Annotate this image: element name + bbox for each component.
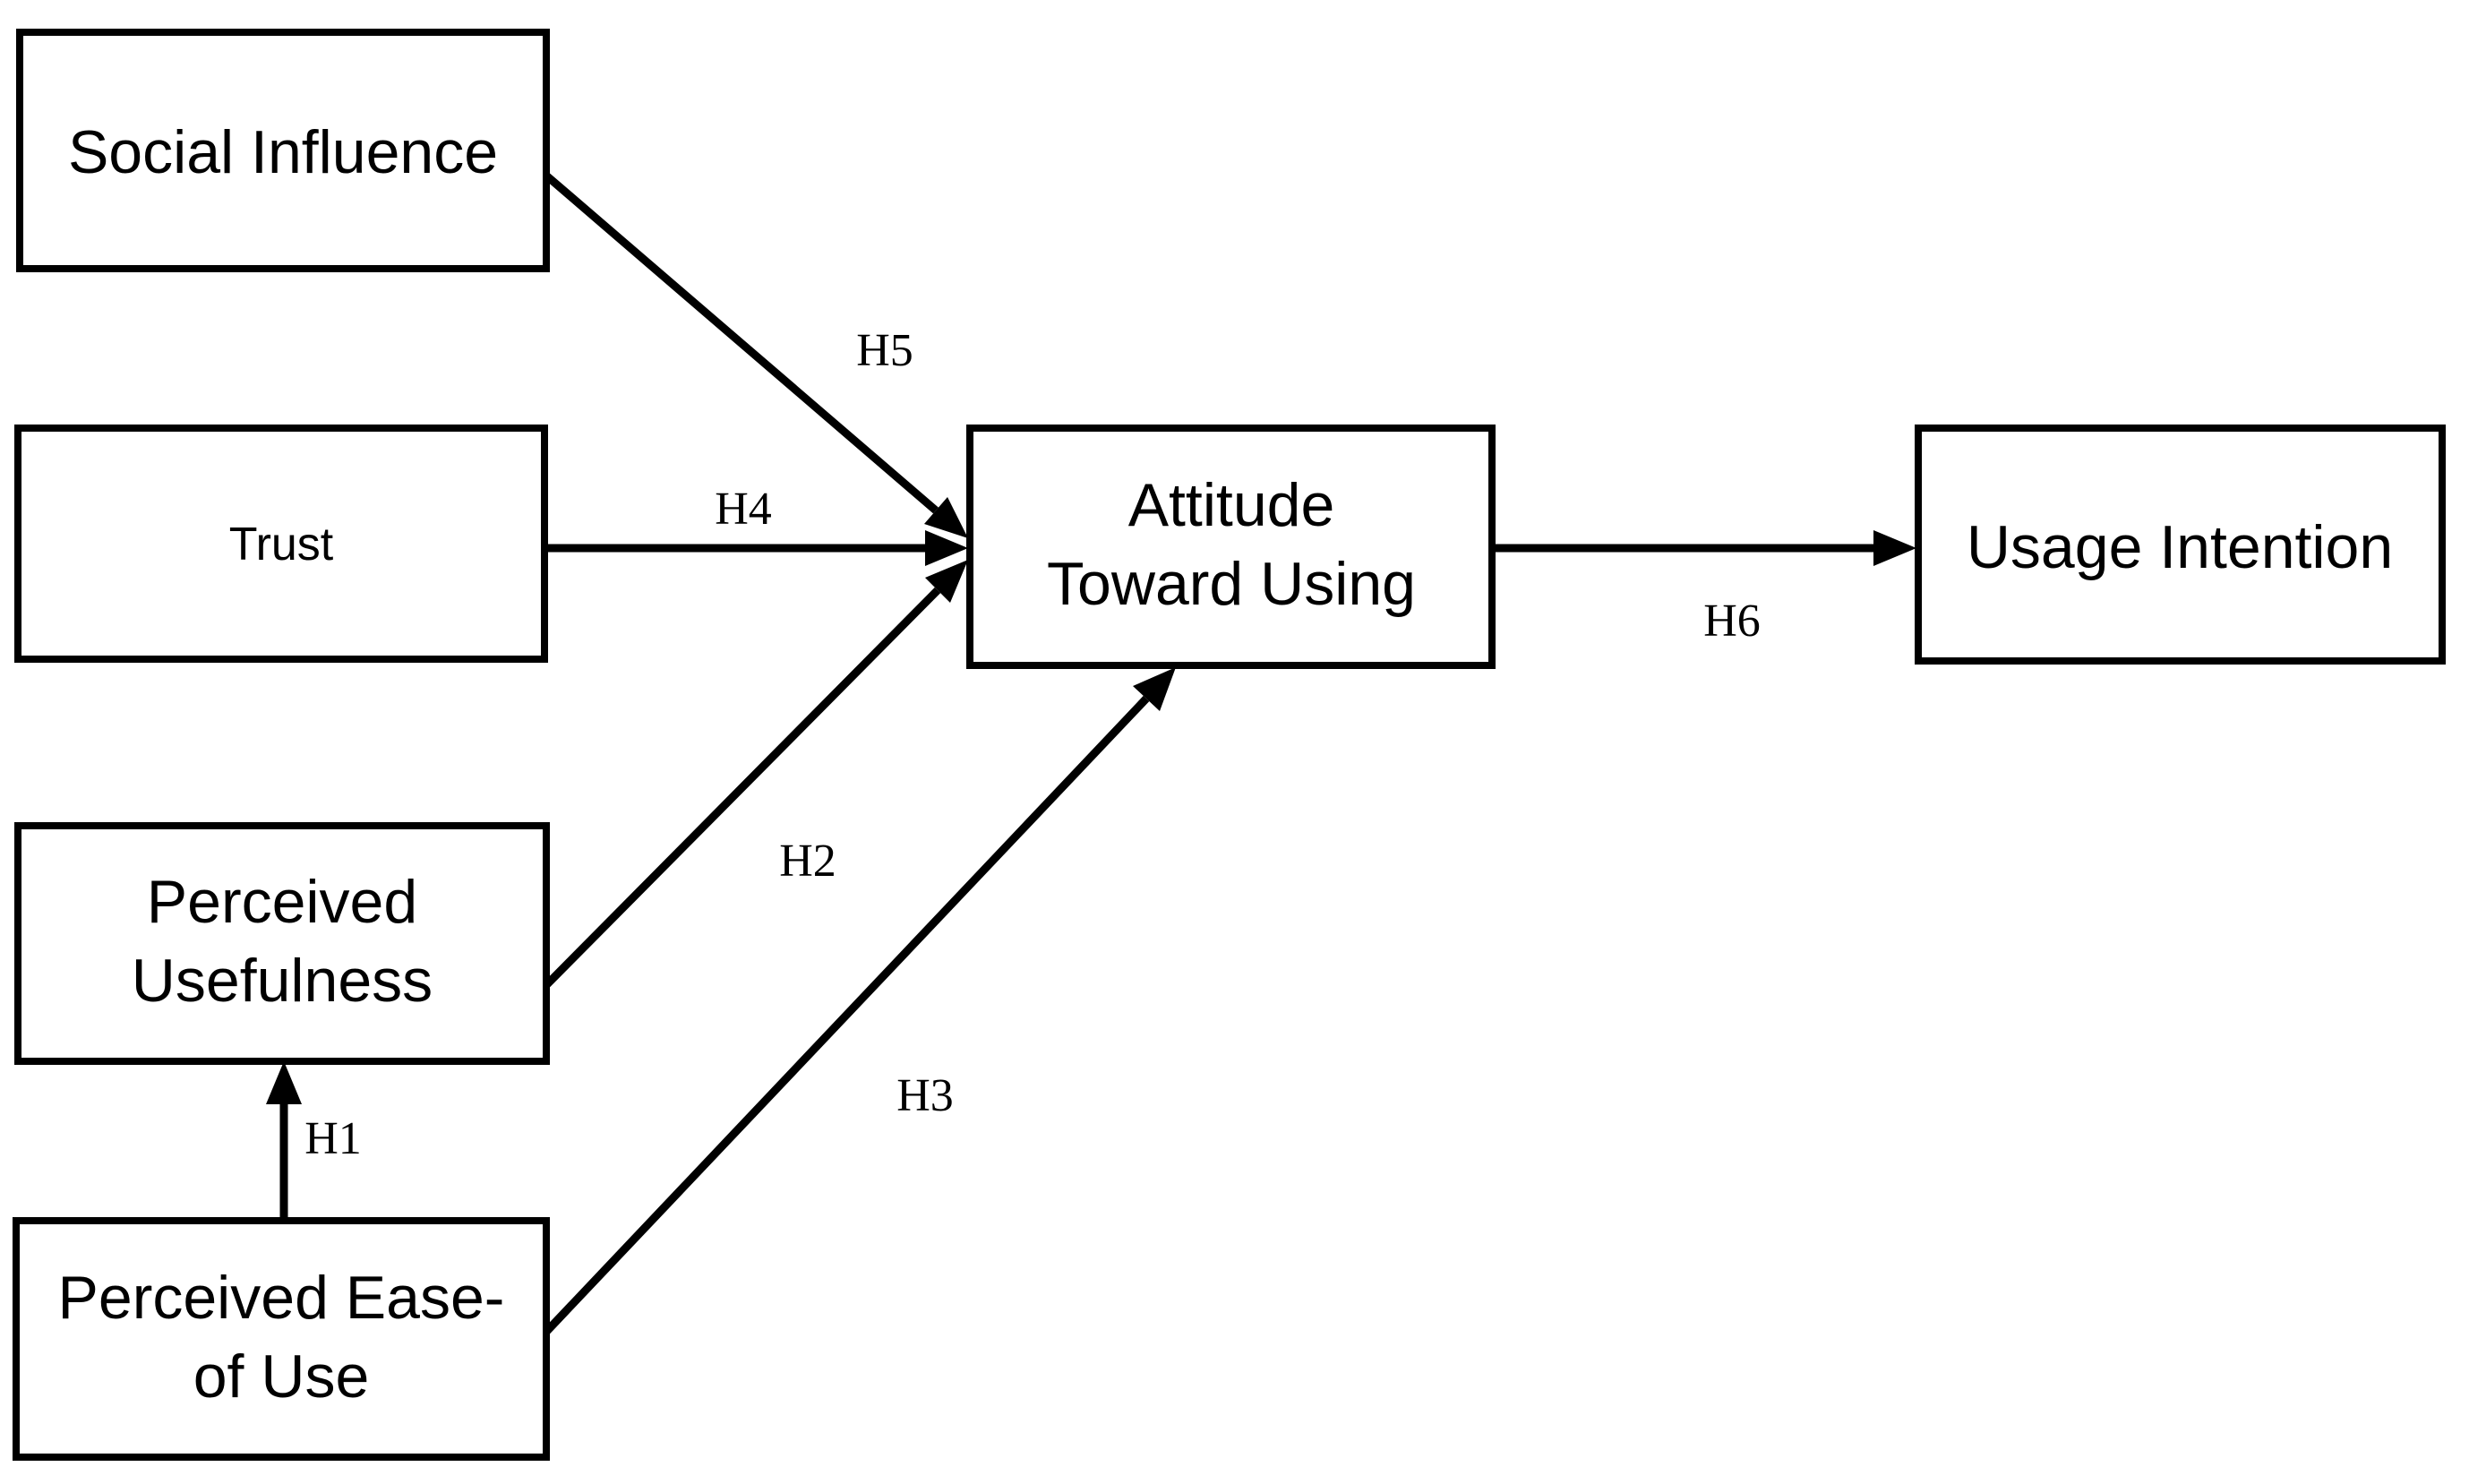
box-usage-intention-rect (1915, 425, 2446, 665)
label-h2: H2 (779, 836, 836, 887)
box-usage-intention-label: Usage Intention (1967, 513, 2393, 581)
box-perceived-ease-of-use-label-line2: of Use (193, 1342, 370, 1411)
arrow-h2-line (543, 587, 941, 989)
box-perceived-ease-of-use-rect (13, 1217, 550, 1461)
box-usage-intention: Usage Intention (1915, 425, 2446, 665)
arrow-h1-head-icon (266, 1061, 302, 1104)
arrow-h5-line (544, 172, 939, 514)
arrow-h3-head-icon (1133, 667, 1176, 711)
arrow-h6-head-icon (1873, 530, 1916, 566)
box-trust-rect (14, 425, 548, 663)
label-h4: H4 (715, 484, 772, 535)
box-attitude-toward-using-label-line1: Attitude (1128, 471, 1335, 539)
box-attitude-toward-using: Attitude Toward Using (966, 425, 1496, 669)
label-h6: H6 (1703, 596, 1761, 647)
arrow-h2-head-icon (925, 560, 968, 603)
label-h3: H3 (896, 1070, 954, 1121)
arrow-h5-head-icon (924, 497, 968, 538)
box-perceived-usefulness: Perceived Usefulness (14, 822, 550, 1065)
box-perceived-ease-of-use-label-line1: Perceived Ease- (58, 1264, 505, 1332)
box-attitude-toward-using-label-line2: Toward Using (1047, 550, 1416, 618)
box-perceived-usefulness-label-line2: Usefulness (132, 947, 433, 1015)
arrow-h3-line (543, 695, 1150, 1335)
label-h5: H5 (856, 325, 913, 376)
box-perceived-usefulness-rect (14, 822, 550, 1065)
box-attitude-toward-using-rect (966, 425, 1496, 669)
box-social-influence-label: Social Influence (68, 118, 498, 186)
box-trust-label: Trust (229, 519, 334, 570)
box-perceived-ease-of-use: Perceived Ease- of Use (13, 1217, 550, 1461)
box-perceived-usefulness-label-line1: Perceived (147, 868, 417, 936)
arrow-h4-head-icon (925, 530, 968, 566)
box-social-influence: Social Influence (16, 29, 550, 272)
label-h1: H1 (304, 1113, 362, 1164)
box-social-influence-rect (16, 29, 550, 272)
box-trust: Trust (14, 425, 548, 663)
